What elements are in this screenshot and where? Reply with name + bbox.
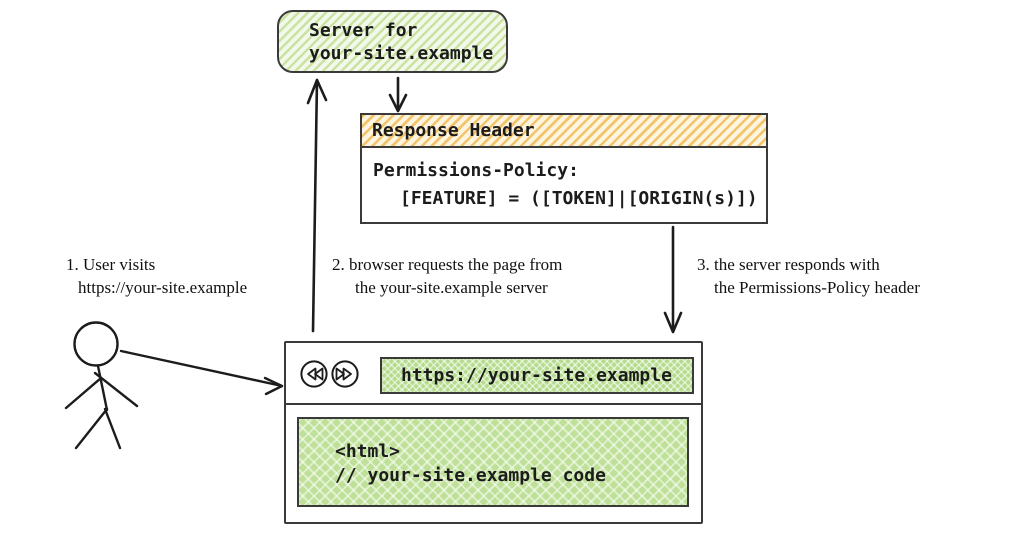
- arrow-user-to-browser: [119, 349, 284, 396]
- step-3-line1: 3. the server responds with: [697, 255, 880, 274]
- step-2-line2: the your-site.example server: [355, 278, 548, 297]
- forward-icon: [331, 360, 359, 388]
- url-bar: https://your-site.example: [380, 357, 694, 394]
- user-figure: [64, 321, 139, 450]
- policy-line1: Permissions-Policy:: [373, 160, 579, 181]
- policy-line2: [FEATURE] = ([TOKEN]|[ORIGIN(s)]): [400, 188, 758, 209]
- step-label-2: 2. browser requests the page from the yo…: [332, 253, 562, 299]
- step-label-1: 1. User visits https://your-site.example: [66, 253, 247, 299]
- arrow-server-to-response: [388, 76, 408, 113]
- arrow-browser-to-server: [306, 78, 328, 333]
- response-header-box: Response Header Permissions-Policy: [FEA…: [360, 113, 768, 224]
- browser-window: https://your-site.example <html> // your…: [284, 341, 703, 524]
- url-text: https://your-site.example: [401, 365, 672, 386]
- response-header-title-bar: Response Header: [362, 115, 766, 148]
- response-header-title: Response Header: [372, 120, 535, 141]
- step-label-3: 3. the server responds with the Permissi…: [697, 253, 920, 299]
- server-label-line1: Server for: [309, 19, 418, 41]
- page-code-line1: <html>: [335, 441, 401, 462]
- response-header-body: Permissions-Policy: [FEATURE] = ([TOKEN]…: [362, 148, 766, 213]
- forward-button: [330, 359, 360, 389]
- step-1-line1: 1. User visits: [66, 255, 156, 274]
- server-label-line2: your-site.example: [309, 42, 494, 64]
- browser-toolbar: https://your-site.example: [286, 343, 701, 405]
- step-3-line2: the Permissions-Policy header: [714, 278, 920, 297]
- back-icon: [300, 360, 328, 388]
- back-button: [299, 359, 329, 389]
- server-box: Server for your-site.example: [277, 10, 508, 73]
- page-code-box: <html> // your-site.example code: [297, 417, 689, 507]
- page-code-line2: // your-site.example code: [335, 465, 606, 486]
- arrow-response-to-browser: [663, 225, 683, 334]
- step-1-line2: https://your-site.example: [78, 278, 248, 297]
- step-2-line1: 2. browser requests the page from: [332, 255, 563, 274]
